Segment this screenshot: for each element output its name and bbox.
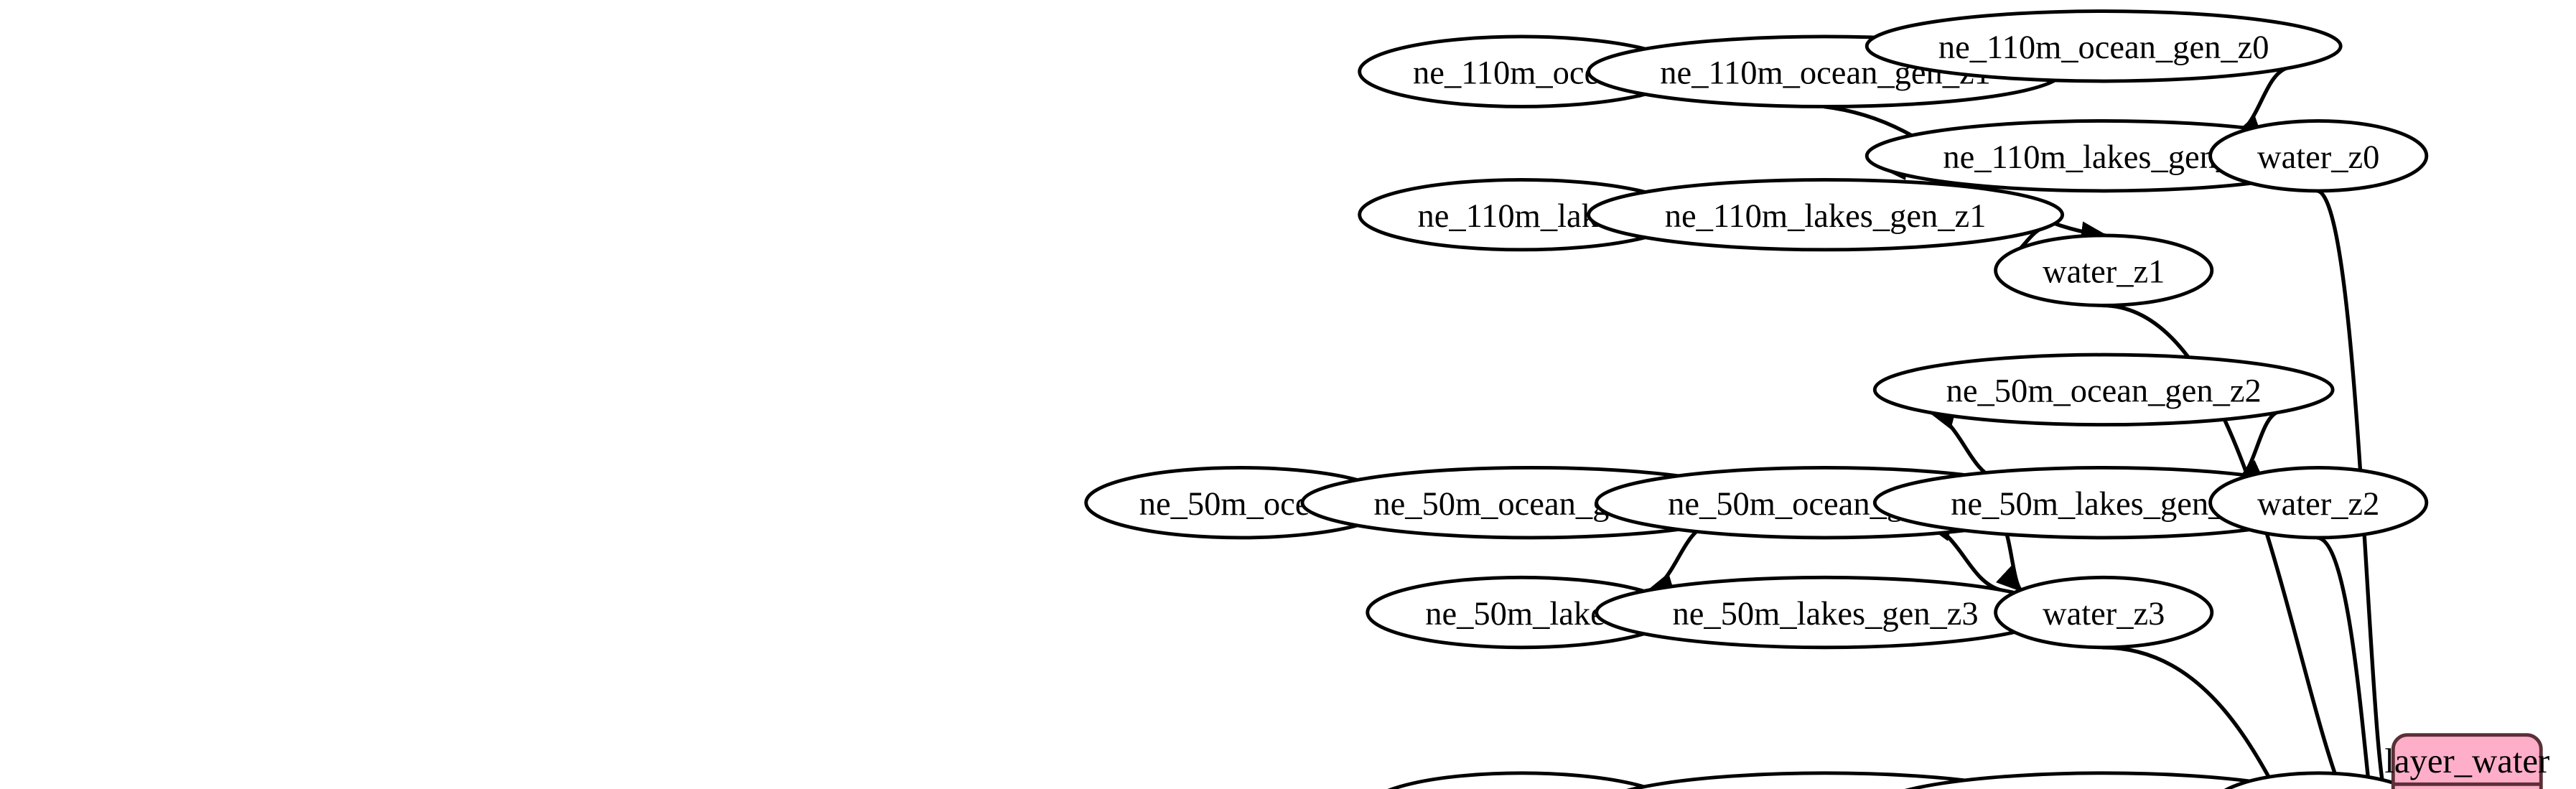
- node-label: ne_110m_ocean_gen_z0: [1938, 29, 2269, 66]
- graph-node-ne_10m_lakes_gen_z5[interactable]: ne_10m_lakes_gen_z5: [1597, 771, 2055, 789]
- graph-edge: [1646, 523, 1709, 594]
- node-ellipse: [1387, 771, 1656, 789]
- graph-node-water_z3[interactable]: water_z3: [1994, 575, 2214, 650]
- node-label: water_z3: [2043, 596, 2165, 632]
- node-label: ne_50m_lakes: [1425, 596, 1618, 632]
- graph-node-ne_110m_lakes_gen_z1[interactable]: ne_110m_lakes_gen_z1: [1587, 177, 2065, 252]
- node-ellipse: [1872, 353, 2335, 427]
- node-label: ne_50m_ocean_gen_z2: [1946, 373, 2262, 410]
- graph-node-water_z1[interactable]: water_z1: [1994, 233, 2214, 307]
- node-ellipse: [1865, 9, 2343, 83]
- node-ellipse: [1994, 233, 2214, 307]
- node-ellipse: [1626, 771, 2025, 789]
- graph-node-ne_50m_lakes[interactable]: ne_50m_lakes: [1366, 575, 1678, 650]
- graph-edge: [2101, 303, 2343, 789]
- graph-edge: [2316, 536, 2371, 789]
- graph-edge: [2101, 645, 2278, 789]
- graph-node-ne_110m_ocean_gen_z0[interactable]: ne_110m_ocean_gen_z0: [1865, 9, 2343, 83]
- node-label: water_z0: [2257, 139, 2379, 176]
- node-label: ne_50m_lakes_gen_z3: [1673, 596, 1979, 632]
- node-label: ne_110m_lakes_gen_z1: [1665, 198, 1987, 235]
- graph-node-water_z2[interactable]: water_z2: [2208, 465, 2429, 540]
- node-layer: imposm3osm_ocean_polygonosm_water_polygo…: [1084, 9, 2429, 789]
- node-ellipse: [2223, 771, 2413, 789]
- node-ellipse: [2208, 465, 2429, 540]
- graph-node-ne_110m_ocean[interactable]: ne_110m_ocean: [1358, 34, 1686, 108]
- layer-water-header-label: layer_water: [2384, 742, 2549, 780]
- node-label: water_z1: [2043, 253, 2165, 290]
- layer-water-table[interactable]: layer_waterz0z1z2z3z4z5z6z7z8z9z10z11z12…: [2384, 733, 2549, 789]
- node-ellipse: [1994, 575, 2214, 650]
- graph-node-water_z0[interactable]: water_z0: [2208, 118, 2429, 193]
- graph-node-ne_10m_lakes_gen_z4[interactable]: ne_10m_lakes_gen_z4: [1875, 771, 2333, 789]
- layer-water-box: [2391, 733, 2543, 789]
- node-label: water_z2: [2257, 486, 2379, 523]
- graph-node-ne_50m_lakes_gen_z3[interactable]: ne_50m_lakes_gen_z3: [1595, 575, 2056, 650]
- node-label: ne_50m_lakes_gen_z2: [1951, 486, 2257, 523]
- graph-edge: [1928, 407, 1999, 482]
- graph-node-ne_50m_lakes_gen_z2[interactable]: ne_50m_lakes_gen_z2: [1872, 465, 2335, 540]
- node-ellipse: [1587, 177, 2065, 252]
- node-ellipse: [2208, 118, 2429, 193]
- node-ellipse: [1904, 771, 2303, 789]
- graph-node-ne_50m_ocean_gen_z2[interactable]: ne_50m_ocean_gen_z2: [1872, 353, 2335, 427]
- graph-node-ne_10m_lakes[interactable]: ne_10m_lakes: [1368, 771, 1676, 789]
- graph-node-water_z4[interactable]: water_z4: [2211, 771, 2427, 789]
